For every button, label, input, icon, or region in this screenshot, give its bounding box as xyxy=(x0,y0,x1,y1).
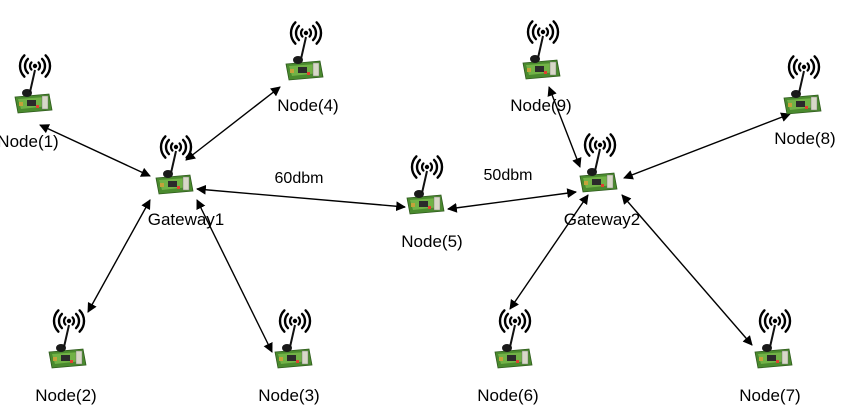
node-node9: Node(9) xyxy=(510,20,572,115)
link-node6-gateway2 xyxy=(509,194,589,310)
node5-signal-icon xyxy=(410,155,444,179)
links-layer xyxy=(39,86,791,353)
gateway2-sensor-board-icon xyxy=(579,133,618,193)
gateway2-signal-icon xyxy=(583,133,617,157)
node-node6: Node(6) xyxy=(477,309,539,405)
node6-signal-icon xyxy=(498,309,532,333)
link-node5-gateway2 xyxy=(447,188,577,213)
node1-sensor-board-icon xyxy=(14,54,53,114)
node7-signal-icon xyxy=(758,309,792,333)
node-node2: Node(2) xyxy=(35,309,97,405)
link-node9-gateway2 xyxy=(547,86,582,168)
node-node8: Node(8) xyxy=(774,55,836,148)
gateway1-signal-icon xyxy=(159,135,193,159)
link-label-gateway1-node5: 60dbm xyxy=(275,170,324,187)
node9-signal-icon xyxy=(526,20,560,44)
node-node1: Node(1) xyxy=(0,54,59,151)
link-node3-gateway1 xyxy=(196,199,273,353)
node-label-node3: Node(3) xyxy=(258,386,319,405)
node2-signal-icon xyxy=(52,309,86,333)
node-gateway2: Gateway2 xyxy=(564,133,641,229)
node9-sensor-board-icon xyxy=(522,20,561,80)
link-node1-gateway1 xyxy=(39,124,151,177)
node-label-node6: Node(6) xyxy=(477,386,538,405)
node-gateway1: Gateway1 xyxy=(148,135,225,229)
node3-signal-icon xyxy=(278,309,312,333)
link-node4-gateway1 xyxy=(185,86,281,161)
node7-sensor-board-icon xyxy=(754,309,793,369)
node-label-node7: Node(7) xyxy=(739,386,800,405)
node6-sensor-board-icon xyxy=(494,309,533,369)
node3-sensor-board-icon xyxy=(274,309,313,369)
node-node5: Node(5) xyxy=(401,155,463,251)
node-node4: Node(4) xyxy=(277,21,339,115)
node4-sensor-board-icon xyxy=(285,21,324,81)
node8-signal-icon xyxy=(787,55,821,79)
node2-sensor-board-icon xyxy=(48,309,87,369)
gateway1-sensor-board-icon xyxy=(155,135,194,195)
node5-sensor-board-icon xyxy=(406,155,445,215)
link-node2-gateway1 xyxy=(87,199,151,313)
node-node3: Node(3) xyxy=(258,309,320,405)
node-label-gateway2: Gateway2 xyxy=(564,210,641,229)
link-label-node5-gateway2: 50dbm xyxy=(484,167,533,184)
node-label-node5: Node(5) xyxy=(401,232,462,251)
node-label-node9: Node(9) xyxy=(510,96,571,115)
node-label-node2: Node(2) xyxy=(35,386,96,405)
node-label-node4: Node(4) xyxy=(277,96,338,115)
node-label-node1: Node(1) xyxy=(0,132,59,151)
node-label-node8: Node(8) xyxy=(774,129,835,148)
node8-sensor-board-icon xyxy=(783,55,822,115)
node1-signal-icon xyxy=(18,54,52,78)
link-node7-gateway2 xyxy=(621,194,753,346)
link-node8-gateway2 xyxy=(623,112,791,180)
node4-signal-icon xyxy=(289,21,323,45)
link-labels-layer: 60dbm 50dbm xyxy=(275,167,533,187)
link-gateway1-node5 xyxy=(196,184,406,212)
node-node7: Node(7) xyxy=(739,309,801,405)
node-label-gateway1: Gateway1 xyxy=(148,210,225,229)
